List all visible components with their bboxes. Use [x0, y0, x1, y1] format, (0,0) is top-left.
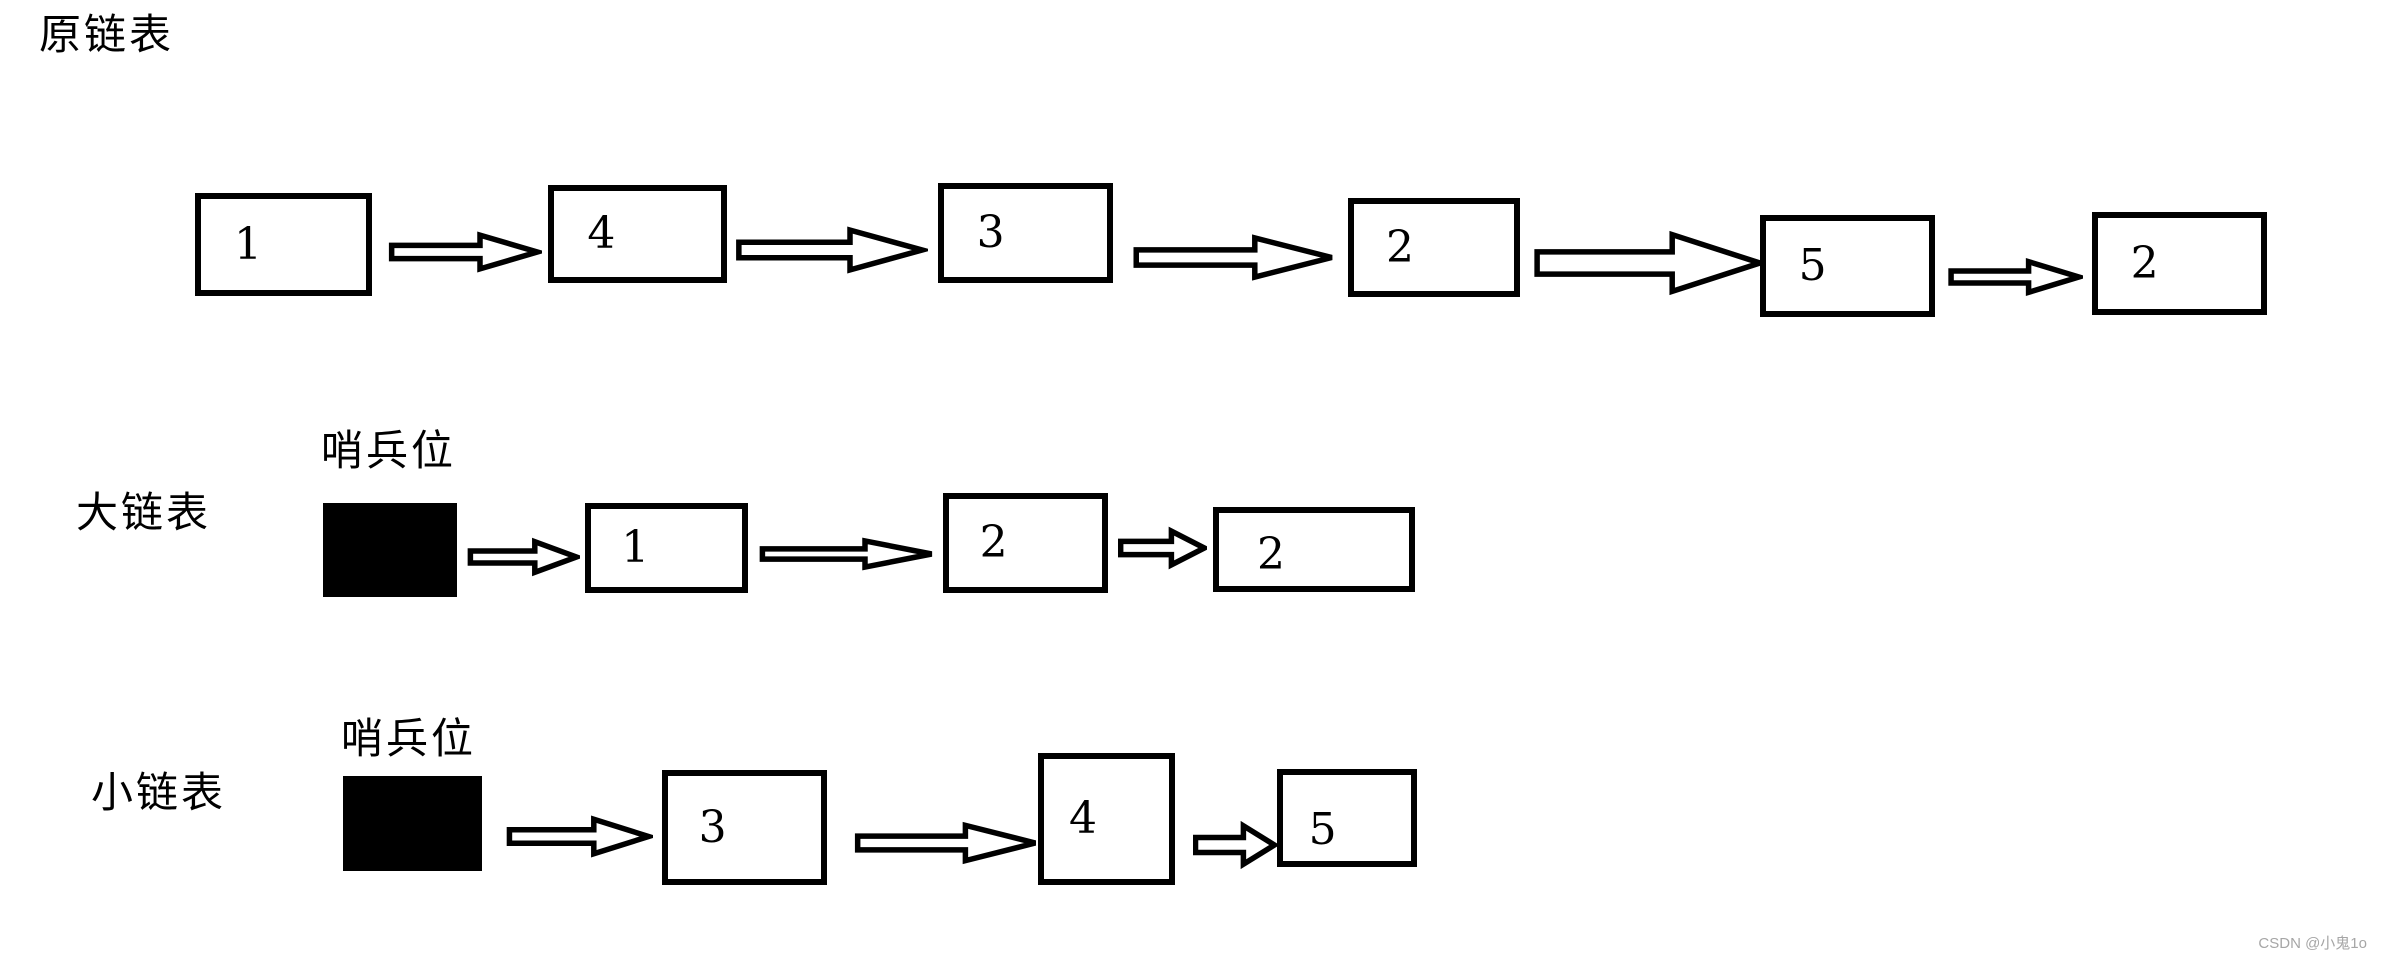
- node-value: 5: [1308, 804, 1337, 855]
- small-node-0: 3: [662, 770, 827, 885]
- small-sentinel-label: 哨兵位: [341, 717, 477, 763]
- right-arrow-icon: [1118, 526, 1207, 570]
- node-value: 1: [234, 218, 262, 270]
- node-value: 5: [1798, 240, 1827, 291]
- small-node-2: 5: [1277, 769, 1417, 867]
- node-value: 1: [621, 522, 650, 573]
- right-arrow-icon: [1130, 232, 1338, 283]
- right-arrow-icon: [1193, 820, 1277, 870]
- big-node-2: 2: [1213, 507, 1415, 592]
- node-value: 4: [1069, 793, 1097, 844]
- right-arrow-icon: [852, 820, 1041, 866]
- node-value: 3: [698, 801, 727, 853]
- original-node-1: 4: [548, 185, 727, 283]
- right-arrow-icon: [733, 224, 928, 276]
- big-sentinel-label: 哨兵位: [321, 429, 457, 475]
- node-value: 3: [976, 207, 1005, 258]
- small-list-label: 小链表: [91, 771, 227, 817]
- right-arrow-icon: [1947, 257, 2083, 297]
- node-value: 2: [1386, 221, 1414, 273]
- small-node-1: 4: [1038, 753, 1175, 885]
- node-value: 4: [587, 208, 616, 259]
- big-node-1: 2: [943, 493, 1108, 593]
- original-node-3: 2: [1348, 198, 1520, 297]
- original-list-label: 原链表: [39, 13, 175, 59]
- node-value: 2: [1257, 529, 1285, 580]
- node-value: 2: [2130, 237, 2159, 289]
- big-node-0: 1: [585, 503, 748, 593]
- original-node-4: 5: [1760, 215, 1935, 317]
- node-value: 2: [979, 517, 1008, 568]
- right-arrow-icon: [1530, 226, 1767, 300]
- right-arrow-icon: [757, 537, 937, 571]
- right-arrow-icon: [505, 814, 653, 859]
- original-node-0: 1: [195, 193, 372, 296]
- big-list-label: 大链表: [76, 491, 212, 537]
- right-arrow-icon: [387, 230, 542, 274]
- small-sentinel-node: [343, 776, 482, 871]
- watermark: CSDN @小鬼1o: [2258, 935, 2367, 952]
- original-node-2: 3: [938, 183, 1113, 283]
- original-node-5: 2: [2092, 212, 2267, 315]
- big-sentinel-node: [323, 503, 457, 597]
- right-arrow-icon: [467, 537, 580, 577]
